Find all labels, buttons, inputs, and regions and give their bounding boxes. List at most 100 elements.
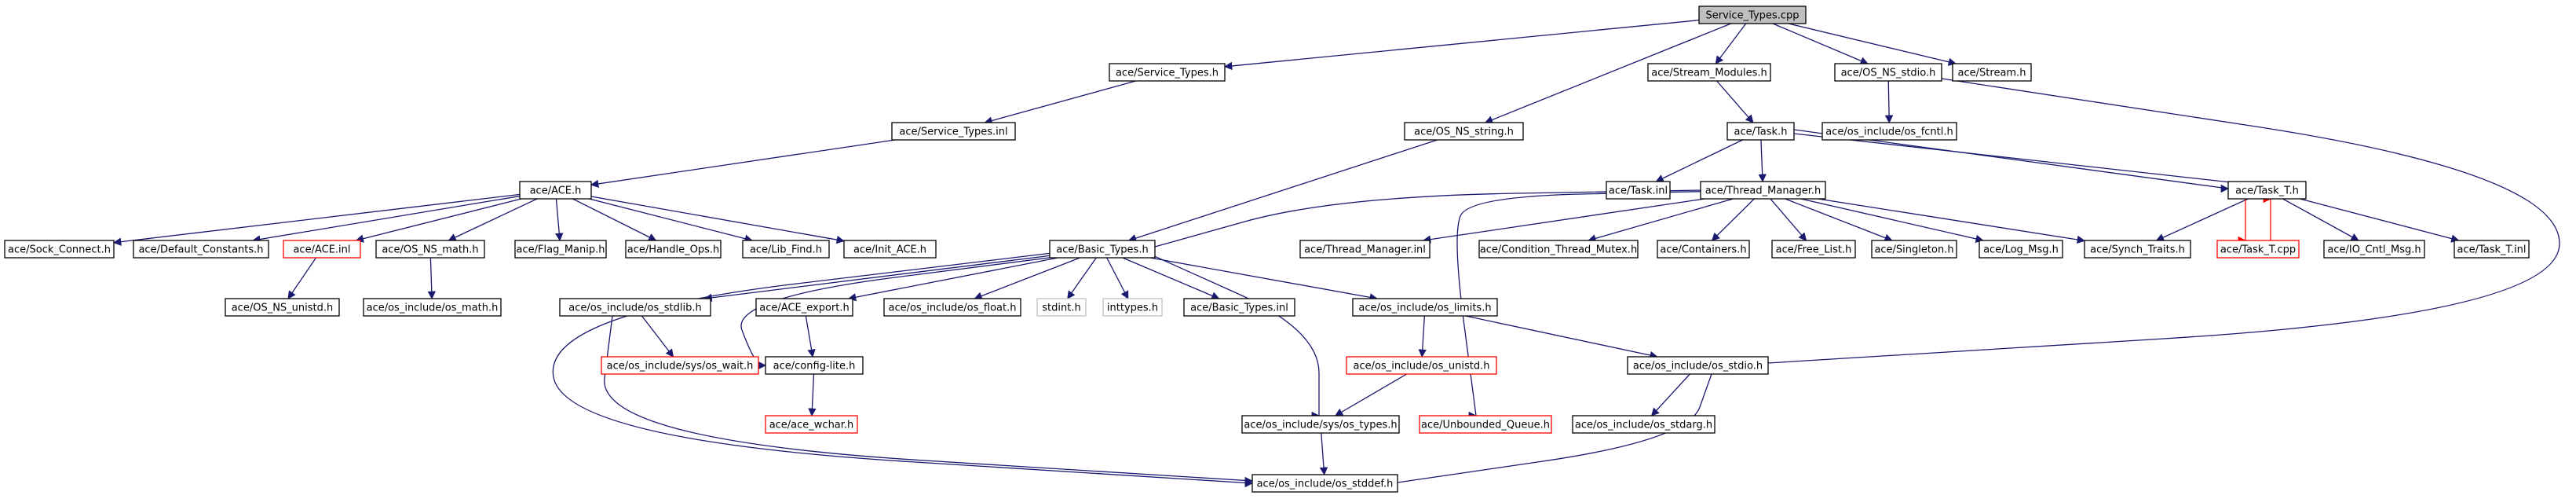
node-os-ns-string-h[interactable]: ace/OS_NS_string.h xyxy=(1404,122,1524,141)
edge-thread_manager_h-to-containers_h xyxy=(1711,198,1755,241)
node-service-types-cpp[interactable]: Service_Types.cpp xyxy=(1698,6,1807,24)
node-default-constants-h[interactable]: ace/Default_Constants.h xyxy=(133,240,269,259)
node-singleton-h[interactable]: ace/Singleton.h xyxy=(1871,240,1957,259)
node-box xyxy=(1606,181,1671,200)
node-label: ace/os_include/sys/os_wait.h xyxy=(607,361,754,372)
edge-os_types_h-to-os_stddef_h xyxy=(1319,432,1328,476)
node-task-t-h[interactable]: ace/Task_T.h xyxy=(2227,181,2307,200)
node-ace-wchar-h[interactable]: ace/ace_wchar.h xyxy=(765,415,858,434)
node-stream-modules-h[interactable]: ace/Stream_Modules.h xyxy=(1647,63,1771,82)
node-ace-inl[interactable]: ace/ACE.inl xyxy=(283,240,361,259)
node-os-stdlib-h[interactable]: ace/os_include/os_stdlib.h xyxy=(559,298,711,317)
edge-thread_manager_h-to-singleton_h xyxy=(1785,198,1893,242)
node-box xyxy=(1419,415,1552,434)
node-label: ace/OS_NS_math.h xyxy=(382,244,478,256)
node-label: ace/os_include/os_unistd.h xyxy=(1353,361,1489,372)
node-os-fcntl-h[interactable]: ace/os_include/os_fcntl.h xyxy=(1821,122,1957,141)
node-os-ns-stdio-h[interactable]: ace/OS_NS_stdio.h xyxy=(1834,63,1942,82)
edge-thread_manager_h-to-thread_manager_inl xyxy=(1422,198,1705,244)
edge-os_limits_h-to-os_unistd_h xyxy=(1418,315,1427,358)
node-label: ace/Service_Types.inl xyxy=(899,127,1007,138)
edge-task_h-to-task_inl xyxy=(1655,139,1743,182)
node-synch-traits-h[interactable]: ace/Synch_Traits.h xyxy=(2084,240,2191,259)
edge-basic_types_h-to-stdint_h xyxy=(1067,257,1097,299)
node-label: ace/OS_NS_string.h xyxy=(1414,127,1514,138)
node-box xyxy=(891,122,1016,141)
node-task-t-cpp[interactable]: ace/Task_T.cpp xyxy=(2216,240,2300,259)
edge-ace_h-to-default_constants_h xyxy=(252,195,521,244)
node-box xyxy=(1771,240,1856,259)
node-log-msg-h[interactable]: ace/Log_Msg.h xyxy=(1979,240,2063,259)
node-os-ns-unistd-h[interactable]: ace/OS_NS_unistd.h xyxy=(225,298,340,317)
node-os-unistd-h[interactable]: ace/os_include/os_unistd.h xyxy=(1346,356,1497,375)
node-ace-h[interactable]: ace/ACE.h xyxy=(519,181,592,200)
node-os-limits-h[interactable]: ace/os_include/os_limits.h xyxy=(1352,298,1498,317)
node-basic-types-inl[interactable]: ace/Basic_Types.inl xyxy=(1183,298,1295,317)
node-handle-ops-h[interactable]: ace/Handle_Ops.h xyxy=(625,240,722,259)
node-label: ace/Lib_Find.h xyxy=(750,244,822,256)
node-box xyxy=(1346,356,1497,375)
node-label: ace/Containers.h xyxy=(1660,244,1746,256)
node-sock-connect-h[interactable]: ace/Sock_Connect.h xyxy=(4,240,115,259)
node-service-types-h[interactable]: ace/Service_Types.h xyxy=(1109,63,1226,82)
node-box xyxy=(1241,415,1400,434)
node-label: ace/Task.h xyxy=(1734,127,1788,138)
node-os-float-h[interactable]: ace/os_include/os_float.h xyxy=(883,298,1021,317)
node-task-inl[interactable]: ace/Task.inl xyxy=(1606,181,1671,200)
node-label: ace/ACE.h xyxy=(530,185,582,197)
node-thread-manager-inl[interactable]: ace/Thread_Manager.inl xyxy=(1299,240,1431,259)
node-label: ace/os_include/os_fcntl.h xyxy=(1825,127,1953,138)
node-os-ns-math-h[interactable]: ace/OS_NS_math.h xyxy=(375,240,485,259)
node-os-stdarg-h[interactable]: ace/os_include/os_stdarg.h xyxy=(1572,415,1716,434)
node-stdint-h[interactable]: stdint.h xyxy=(1036,298,1087,317)
node-os-wait-h[interactable]: ace/os_include/sys/os_wait.h xyxy=(601,356,759,375)
node-task-t-inl[interactable]: ace/Task_T.inl xyxy=(2454,240,2530,259)
node-config-lite-h[interactable]: ace/config-lite.h xyxy=(765,356,864,375)
node-init-ace-h[interactable]: ace/Init_ACE.h xyxy=(843,240,937,259)
node-box xyxy=(2216,240,2300,259)
node-box xyxy=(1726,122,1795,141)
node-box xyxy=(1627,356,1769,375)
edge-basic_types_h-to-ace_export_h xyxy=(847,257,1058,302)
node-task-h[interactable]: ace/Task.h xyxy=(1726,122,1795,141)
edge-ace_h-to-init_ace_h xyxy=(590,196,846,244)
node-ace-export-h[interactable]: ace/ACE_export.h xyxy=(755,298,853,317)
edge-ace_h-to-ace_inl xyxy=(355,198,522,243)
node-os-stddef-h[interactable]: ace/os_include/os_stddef.h xyxy=(1251,474,1398,493)
node-containers-h[interactable]: ace/Containers.h xyxy=(1657,240,1750,259)
node-box xyxy=(1698,6,1807,24)
node-box xyxy=(225,298,340,317)
node-label: ace/Task_T.inl xyxy=(2457,244,2526,256)
node-condition-thread-mutex-h[interactable]: ace/Condition_Thread_Mutex.h xyxy=(1478,240,1639,259)
edge-thread_manager_h-to-synch_traits_h xyxy=(1818,198,2086,244)
node-os-stdio-h[interactable]: ace/os_include/os_stdio.h xyxy=(1627,356,1769,375)
edge-stream_modules_h-to-task_h xyxy=(1716,80,1754,123)
node-io-cntl-msg-h[interactable]: ace/IO_Cntl_Msg.h xyxy=(2323,240,2425,259)
node-stream-h[interactable]: ace/Stream.h xyxy=(1952,63,2032,82)
node-thread-manager-h[interactable]: ace/Thread_Manager.h xyxy=(1700,181,1826,200)
node-box xyxy=(283,240,361,259)
node-free-list-h[interactable]: ace/Free_List.h xyxy=(1771,240,1856,259)
node-lib-find-h[interactable]: ace/Lib_Find.h xyxy=(742,240,830,259)
edge-basic_types_h-to-inttypes_h xyxy=(1106,257,1129,299)
node-label: stdint.h xyxy=(1042,303,1080,314)
node-unbounded-queue-h[interactable]: ace/Unbounded_Queue.h xyxy=(1419,415,1552,434)
node-os-types-h[interactable]: ace/os_include/sys/os_types.h xyxy=(1241,415,1400,434)
node-box xyxy=(1109,63,1226,82)
node-label: ace/Flag_Manip.h xyxy=(517,244,605,256)
node-flag-manip-h[interactable]: ace/Flag_Manip.h xyxy=(514,240,607,259)
edge-task_t_h-to-io_cntl_msg_h xyxy=(2282,198,2359,241)
edge-service_types_cpp-to-stream_h xyxy=(1788,23,1957,66)
edge-service_types_cpp-to-os_ns_stdio_h xyxy=(1772,23,1869,65)
edge-os_stdio_h-to-os_stddef_h xyxy=(1396,373,1712,486)
node-box xyxy=(1834,63,1942,82)
node-inttypes-h[interactable]: inttypes.h xyxy=(1102,298,1163,317)
node-basic-types-h[interactable]: ace/Basic_Types.h xyxy=(1049,240,1156,259)
edge-basic_types_h-to-basic_types_inl xyxy=(1122,257,1220,300)
node-os-include-os-math-h[interactable]: ace/os_include/os_math.h xyxy=(363,298,502,317)
node-box xyxy=(1821,122,1957,141)
node-label: ace/os_include/sys/os_types.h xyxy=(1244,420,1397,431)
node-service-types-inl[interactable]: ace/Service_Types.inl xyxy=(891,122,1016,141)
node-box xyxy=(1657,240,1750,259)
